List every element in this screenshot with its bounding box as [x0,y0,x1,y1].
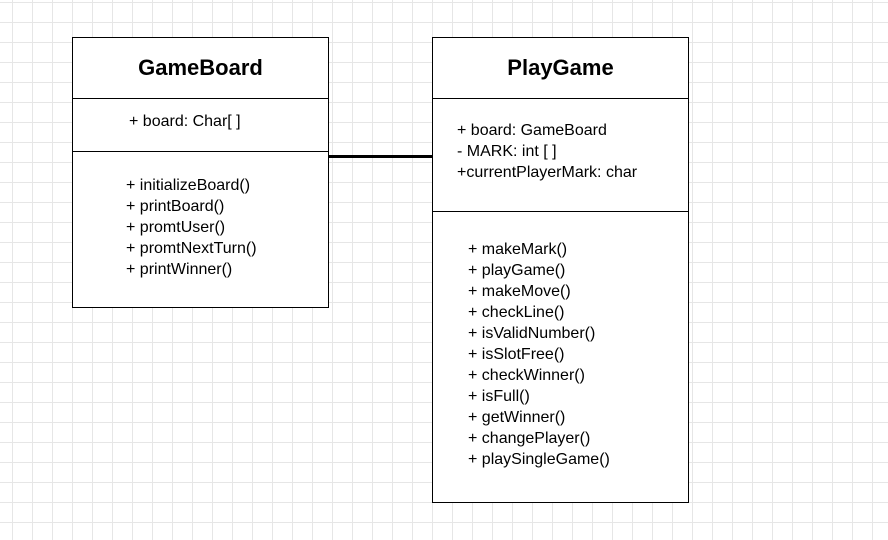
gameboard-attributes-compartment: + board: Char[ ] [73,99,328,152]
gameboard-class-name: GameBoard [73,38,328,99]
playgame-attribute: +currentPlayerMark: char [457,164,638,181]
playgame-operation: + playSingleGame() [468,451,610,468]
gameboard-operation: + printBoard() [126,198,225,215]
playgame-operation: + checkLine() [468,304,565,321]
association-connector[interactable] [329,155,432,158]
gameboard-operations-compartment: + initializeBoard() + printBoard() + pro… [73,152,328,280]
playgame-attribute: - MARK: int [ ] [457,143,557,160]
playgame-operation: + checkWinner() [468,367,585,384]
gameboard-operation: + promtUser() [126,219,226,236]
playgame-class-name: PlayGame [433,38,688,99]
gameboard-class-box[interactable]: GameBoard + board: Char[ ] + initializeB… [72,37,329,308]
playgame-operation: + isFull() [468,388,530,405]
playgame-attribute: + board: GameBoard [457,122,607,139]
playgame-operation: + getWinner() [468,409,566,426]
playgame-operation: + isSlotFree() [468,346,565,363]
playgame-operations-compartment: + makeMark() + playGame() + makeMove() +… [433,212,688,470]
gameboard-operation: + promtNextTurn() [126,240,257,257]
gameboard-operation: + initializeBoard() [126,177,251,194]
playgame-operation: + makeMove() [468,283,571,300]
playgame-operation: + isValidNumber() [468,325,596,342]
playgame-class-box[interactable]: PlayGame + board: GameBoard - MARK: int … [432,37,689,503]
gameboard-operation: + printWinner() [126,261,233,278]
playgame-operation: + makeMark() [468,241,568,258]
playgame-operation: + playGame() [468,262,566,279]
gameboard-attribute: + board: Char[ ] [129,113,241,130]
playgame-attributes-compartment: + board: GameBoard - MARK: int [ ] +curr… [433,99,688,212]
playgame-operation: + changePlayer() [468,430,591,447]
